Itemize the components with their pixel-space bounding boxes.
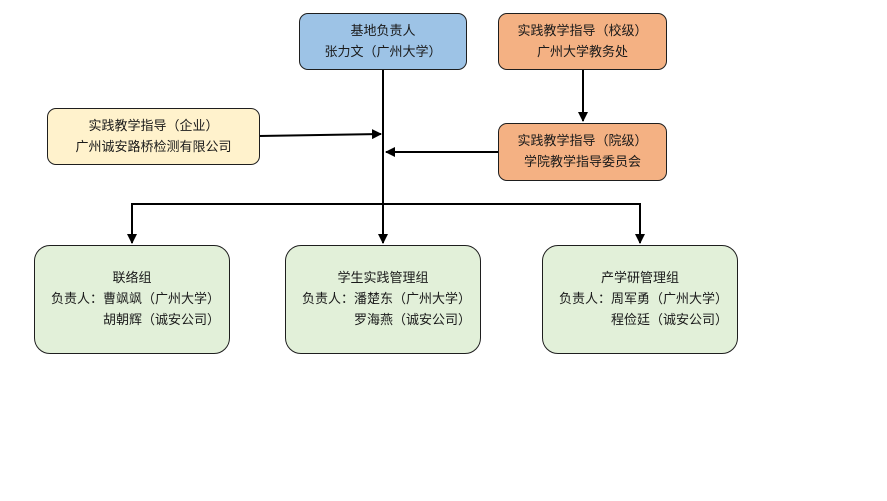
student-practice-group-lead: 负责人：潘楚东（广州大学） <box>302 292 472 307</box>
student-practice-group-title: 学生实践管理组 <box>337 271 429 286</box>
school-guide-title: 实践教学指导（校级） <box>517 23 648 39</box>
enterprise-arrow <box>258 129 382 140</box>
base-leader-box: 基地负责人 张力文（广州大学） <box>299 13 467 70</box>
enterprise-guide-title: 实践教学指导（企业） <box>88 118 219 134</box>
enterprise-guide-unit: 广州诚安路桥检测有限公司 <box>75 139 232 155</box>
industry-research-group-title: 产学研管理组 <box>600 271 679 286</box>
school-guide-unit: 广州大学教务处 <box>536 44 628 60</box>
school-guide-box: 实践教学指导（校级） 广州大学教务处 <box>498 13 667 70</box>
college-guide-unit: 学院教学指导委员会 <box>523 155 641 170</box>
base-leader-title: 基地负责人 <box>350 23 416 39</box>
college-guide-box: 实践教学指导（院级） 学院教学指导委员会 <box>498 123 667 181</box>
liaison-group-title: 联络组 <box>112 271 152 286</box>
liaison-group-lead: 负责人：曹飒飒（广州大学） <box>51 292 221 307</box>
student-practice-group-box: 学生实践管理组 负责人：潘楚东（广州大学） 罗海燕（诚安公司） <box>285 245 481 354</box>
enterprise-guide-box: 实践教学指导（企业） 广州诚安路桥检测有限公司 <box>47 108 260 165</box>
college-guide-title: 实践教学指导（院级） <box>517 134 648 149</box>
liaison-group-box: 联络组 负责人：曹飒飒（广州大学） 胡朝辉（诚安公司） <box>34 245 230 354</box>
base-leader-person: 张力文（广州大学） <box>324 44 442 60</box>
industry-research-group-member: 程俭廷（诚安公司） <box>611 313 729 328</box>
student-practice-group-member: 罗海燕（诚安公司） <box>354 313 472 328</box>
industry-research-group-box: 产学研管理组 负责人：周军勇（广州大学） 程俭廷（诚安公司） <box>542 245 738 354</box>
liaison-group-member: 胡朝辉（诚安公司） <box>103 313 221 328</box>
industry-research-group-lead: 负责人：周军勇（广州大学） <box>559 292 729 307</box>
